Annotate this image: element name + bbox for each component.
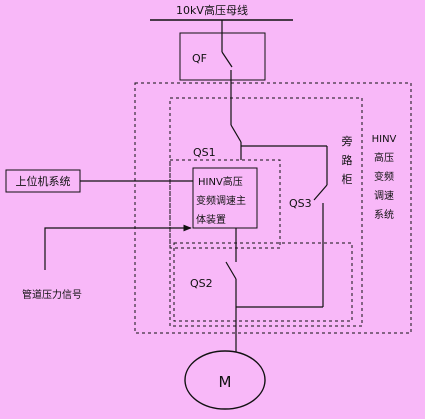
motor-symbol [184,350,266,410]
switch-qs1-contact [230,124,242,143]
main-unit-line-3: 体装置 [196,213,226,226]
bypass-cabinet-char-1: 旁 [342,134,353,148]
system-title-line-1: HINV [372,134,397,145]
inverter-cabinet-boundary [169,159,281,249]
breaker-qf-label: QF [192,52,207,65]
switch-qs2-label: QS2 [190,277,213,290]
system-title-line-2: 高压 [374,151,394,164]
switch-qs2-contact [225,261,237,280]
switch-qs3-label: QS3 [289,197,312,210]
bypass-cabinet-char-3: 柜 [342,173,353,186]
bypass-cabinet-boundary [169,97,363,327]
pressure-signal-arrow [44,224,192,270]
main-unit-line-1: HINV高压 [198,175,243,188]
host-system-label: 上位机系统 [16,174,71,188]
main-unit-line-2: 变频调速主 [196,194,246,207]
switch-qs1-label: QS1 [193,146,216,159]
main-unit-box [192,167,258,229]
motor-label: M [219,373,232,391]
system-title-line-3: 变频 [374,170,394,183]
pressure-signal-label: 管道压力信号 [22,288,82,301]
bypass-cabinet-char-2: 路 [342,154,353,167]
breaker-qf-cabinet [179,32,266,81]
output-cabinet-boundary [173,242,353,322]
breaker-qf-contact [221,51,233,68]
hinv-system-boundary [134,82,412,334]
bus-label: 10kV高压母线 [176,3,248,17]
switch-qs3-contact [313,184,328,201]
system-title-line-4: 调速 [374,190,394,202]
system-title-line-5: 系统 [374,208,394,221]
